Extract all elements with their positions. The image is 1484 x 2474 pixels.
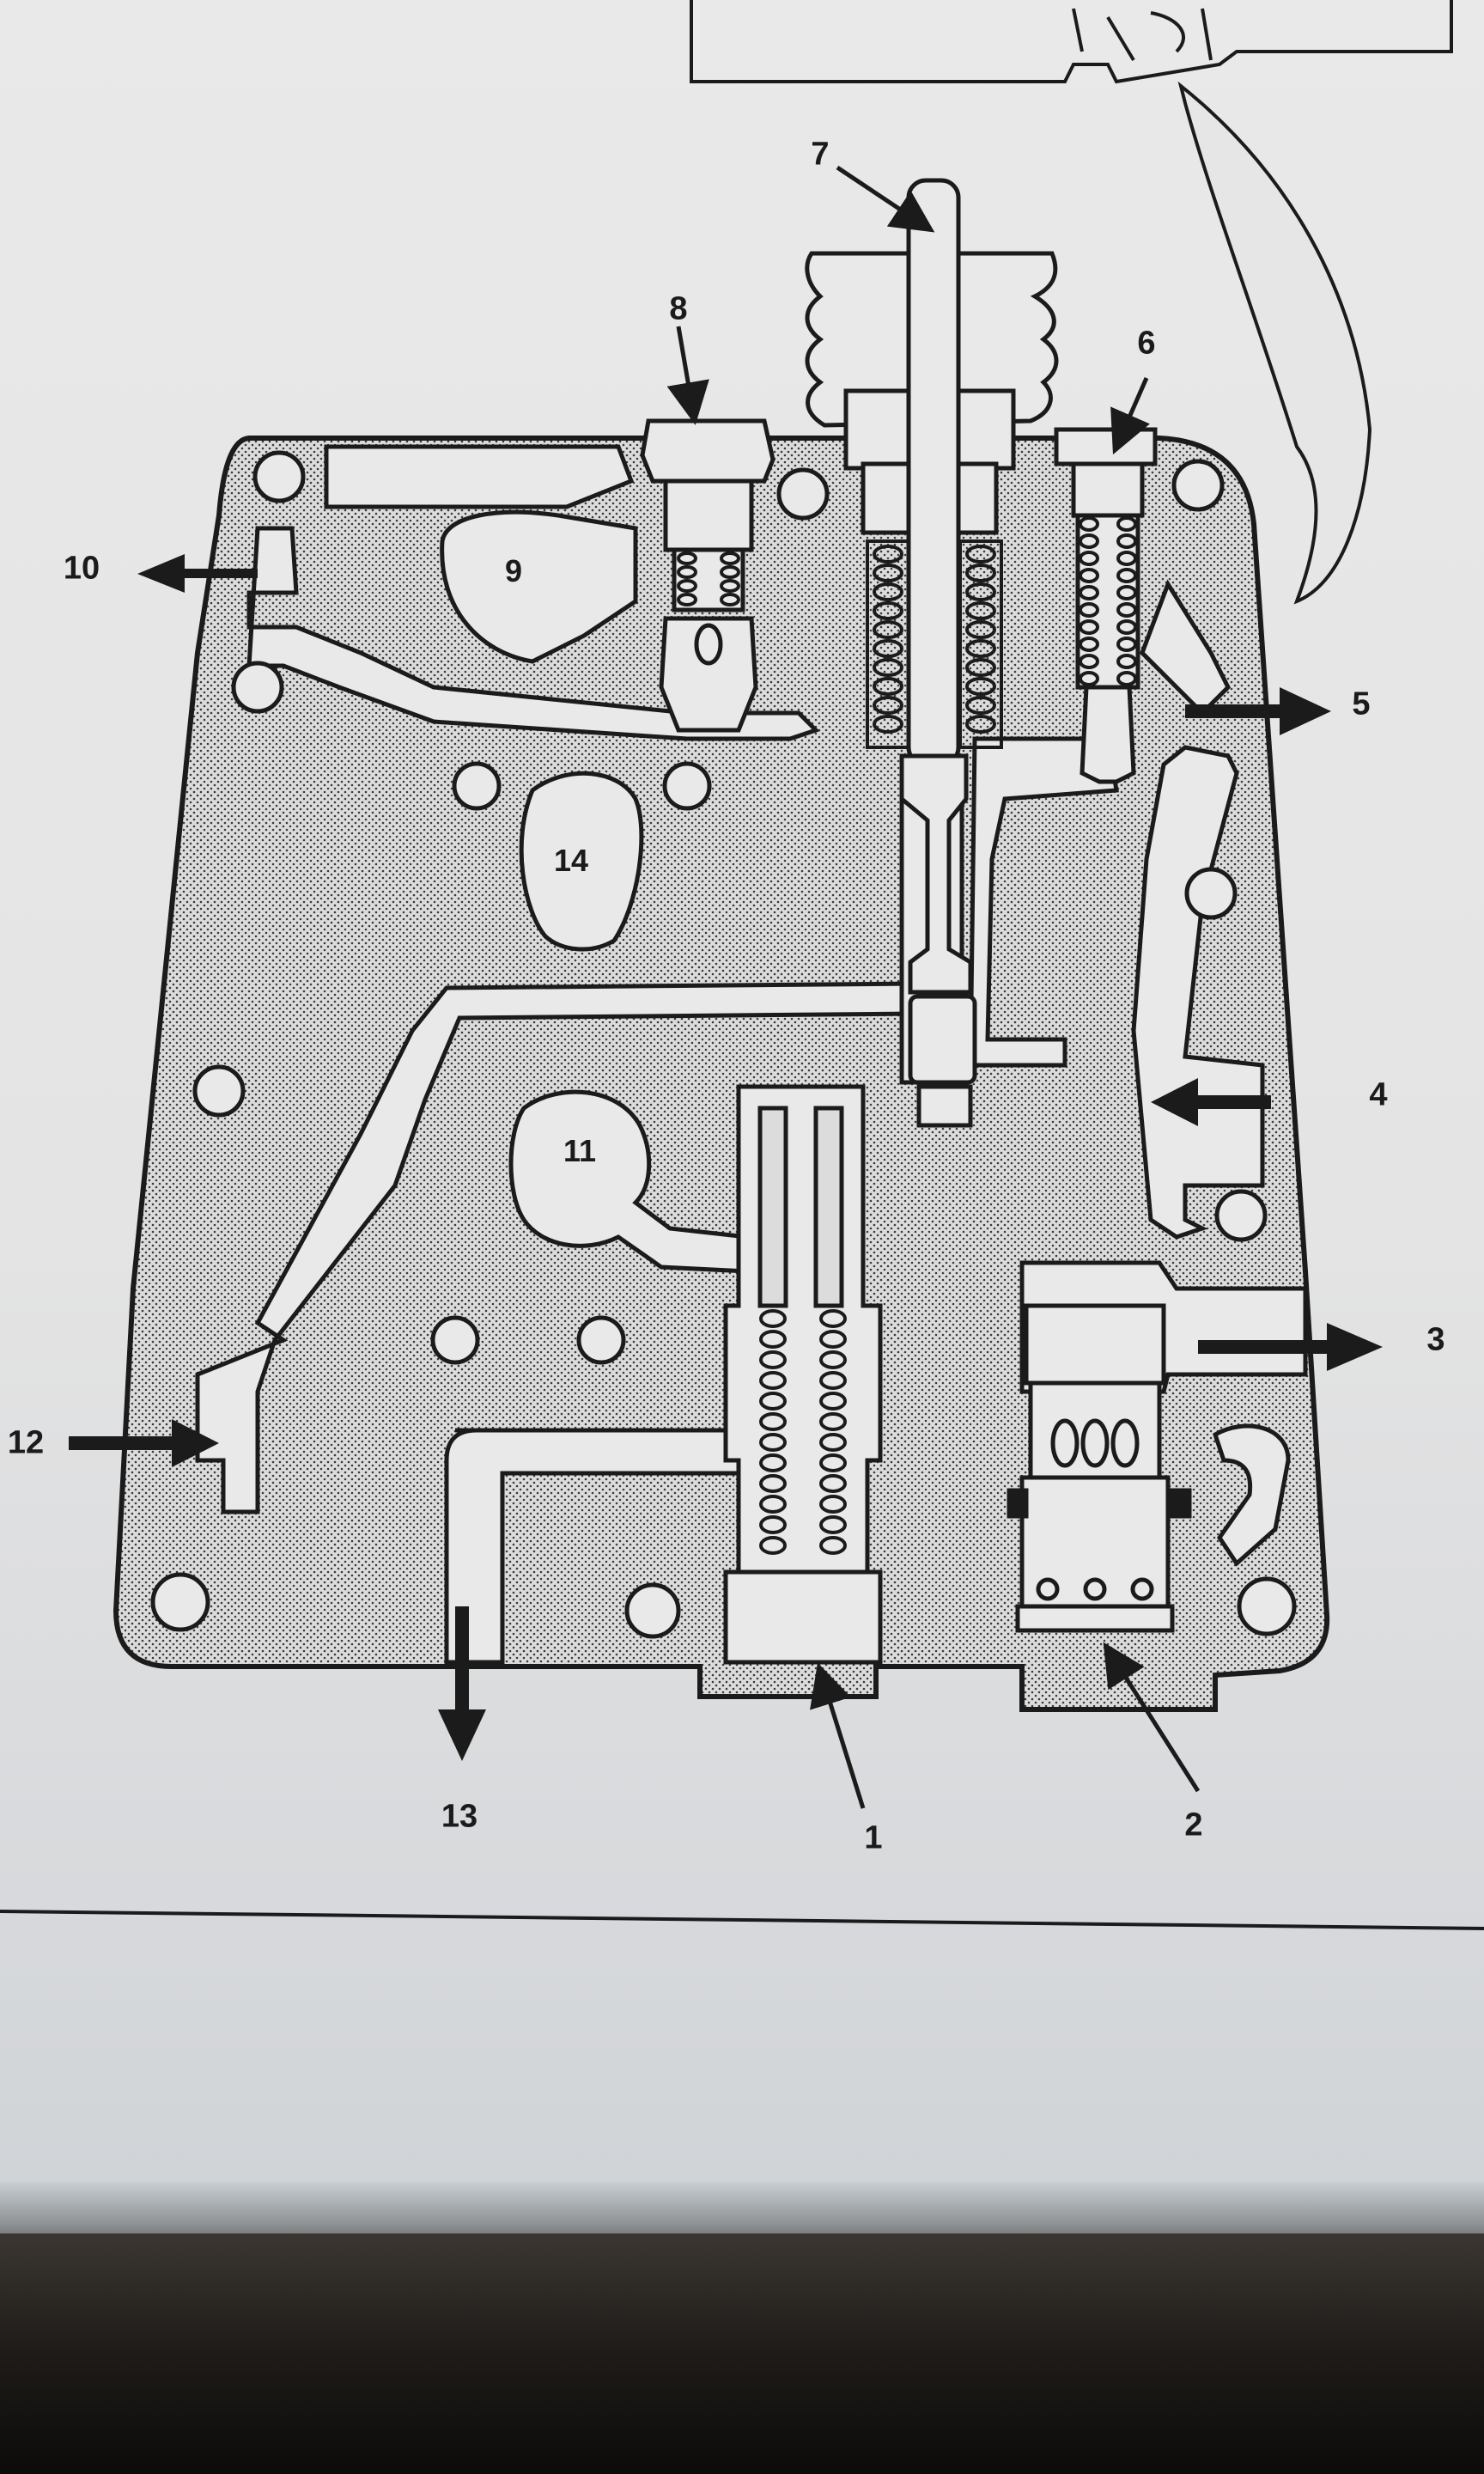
mounting-holes xyxy=(150,450,1297,1639)
spring-coil xyxy=(819,1433,847,1452)
valve-assembly-2 xyxy=(1007,1303,1192,1633)
spring-coil xyxy=(965,582,996,601)
spring-coil xyxy=(1079,619,1099,635)
stem-spring xyxy=(866,539,1003,749)
spring-coil xyxy=(1079,654,1099,669)
spring-coil xyxy=(965,715,996,734)
spring-coil xyxy=(1079,533,1099,549)
spring-coil xyxy=(819,1330,847,1349)
callout-12: 12 xyxy=(7,1424,45,1461)
spring-coil xyxy=(1116,568,1137,583)
spring-coil xyxy=(1116,551,1137,566)
spring-coil xyxy=(819,1453,847,1472)
spring-coil xyxy=(1116,671,1137,686)
spring-coil xyxy=(677,579,697,593)
spring-coil xyxy=(819,1309,847,1328)
spring-coil xyxy=(819,1536,847,1555)
spring-coil xyxy=(759,1495,787,1514)
spring-coil xyxy=(1079,637,1099,652)
spring-coil xyxy=(965,658,996,677)
callout-2: 2 xyxy=(1184,1807,1203,1843)
callout-4: 4 xyxy=(1369,1076,1388,1113)
spring-coil xyxy=(759,1330,787,1349)
spring-coil xyxy=(1116,516,1137,532)
spring-coil xyxy=(819,1392,847,1411)
spring-coil xyxy=(873,715,903,734)
spring-coil xyxy=(873,582,903,601)
lower-spring-assembly-1 xyxy=(723,1084,883,1665)
spring-coil xyxy=(720,551,740,565)
spring-coil xyxy=(873,545,903,564)
callout-1: 1 xyxy=(864,1819,883,1856)
spring-coil xyxy=(677,593,697,606)
spring-coil xyxy=(1116,637,1137,652)
spring-coil xyxy=(1116,619,1137,635)
spring-coil xyxy=(965,620,996,639)
spring-coil xyxy=(873,677,903,696)
spring-coil xyxy=(677,565,697,579)
callout-11: 11 xyxy=(563,1133,597,1168)
page-rule xyxy=(0,1910,1484,1930)
spring-coil xyxy=(759,1350,787,1369)
callout-6: 6 xyxy=(1137,325,1156,362)
spring-coil xyxy=(819,1371,847,1390)
spring-coil xyxy=(1079,602,1099,618)
spring-coil xyxy=(759,1474,787,1493)
spring-coil xyxy=(1116,602,1137,618)
spring-coil xyxy=(965,677,996,696)
spring-coil xyxy=(965,639,996,658)
spring-coil xyxy=(677,551,697,565)
callout-8: 8 xyxy=(669,290,688,327)
spring-coil xyxy=(965,564,996,582)
inset-drawing xyxy=(690,0,1453,605)
callout-7: 7 xyxy=(811,136,830,173)
spring-coil xyxy=(720,593,740,606)
spring-coil xyxy=(873,620,903,639)
relief-valve-8 xyxy=(640,418,775,733)
callout-10: 10 xyxy=(63,550,100,587)
background-surface xyxy=(0,2233,1484,2474)
spring-coil xyxy=(819,1515,847,1534)
spring-coil xyxy=(1079,585,1099,600)
spring-coil xyxy=(759,1371,787,1390)
spring-coil xyxy=(759,1309,787,1328)
flow-arrows xyxy=(69,554,1383,1761)
spring-coil xyxy=(759,1453,787,1472)
spring-coil xyxy=(965,545,996,564)
spring-coil xyxy=(759,1536,787,1555)
valve-body xyxy=(113,178,1330,1712)
callout-5: 5 xyxy=(1352,686,1371,722)
spring-coil xyxy=(819,1350,847,1369)
spring-coil xyxy=(965,601,996,620)
spring-coil xyxy=(873,564,903,582)
spring-coil xyxy=(720,579,740,593)
spring-coil xyxy=(873,601,903,620)
spring-coil xyxy=(1116,585,1137,600)
spring-coil xyxy=(1079,551,1099,566)
spring-coil xyxy=(873,658,903,677)
spring-coil xyxy=(819,1495,847,1514)
spring-coil xyxy=(759,1412,787,1431)
spring-coil xyxy=(819,1412,847,1431)
callout-13: 13 xyxy=(441,1798,478,1835)
spring-coil xyxy=(873,639,903,658)
spring-coil xyxy=(819,1474,847,1493)
stem-7 xyxy=(899,178,977,1128)
callout-14: 14 xyxy=(553,843,589,878)
spring-coil xyxy=(759,1433,787,1452)
spring-coil xyxy=(1079,516,1099,532)
spring-coil xyxy=(965,696,996,715)
spring-coil xyxy=(759,1515,787,1534)
callout-3: 3 xyxy=(1426,1321,1445,1358)
callout-9: 9 xyxy=(504,553,523,588)
spring-coil xyxy=(1116,654,1137,669)
leader-lines xyxy=(666,165,1201,1809)
spring-coil xyxy=(1079,568,1099,583)
spring-coil xyxy=(1079,671,1099,686)
spring-coil xyxy=(720,565,740,579)
spring-coil xyxy=(873,696,903,715)
spring-coil xyxy=(759,1392,787,1411)
spring-coil xyxy=(1116,533,1137,549)
